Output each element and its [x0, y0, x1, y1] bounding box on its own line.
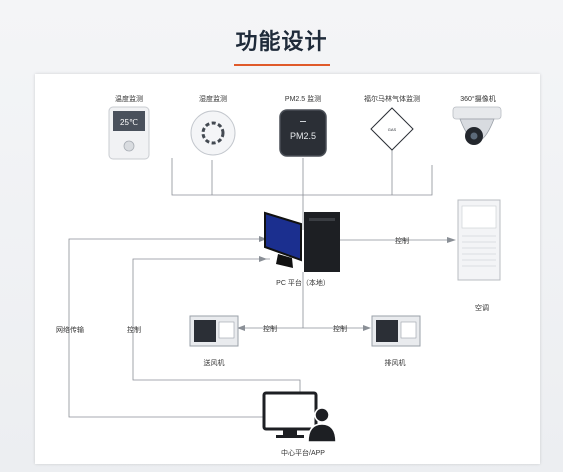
- control-left-label: 控制: [127, 327, 141, 334]
- pc-icon: [264, 211, 340, 272]
- pm25-label: PM2.5 监测: [284, 96, 322, 103]
- supply-fan-label: 送风机: [203, 360, 225, 367]
- humidity-sensor-icon: [190, 110, 236, 156]
- exhaust-fan-icon: [371, 315, 421, 347]
- thermostat-icon: 25℃: [108, 106, 150, 160]
- sensor-bus: [171, 158, 433, 196]
- control-ac-label: 控制: [395, 238, 409, 245]
- connectors: [68, 150, 447, 418]
- arrow-ac: [447, 237, 456, 243]
- arrow-supply: [237, 325, 245, 331]
- control-left-line: [132, 258, 301, 392]
- formaldehyde-label: 福尔马林气体监测: [364, 96, 420, 103]
- arrow-pc-network: [259, 236, 267, 242]
- ac-label: 空调: [475, 305, 489, 312]
- center-platform-label: 中心平台/APP: [281, 450, 325, 457]
- gas-symbol: GAS: [388, 127, 397, 132]
- temperature-label: 温度监测: [115, 96, 143, 103]
- pm25-display: PM2.5: [290, 131, 316, 141]
- dome-camera-icon: [452, 106, 502, 145]
- arrowheads: [237, 236, 456, 331]
- air-conditioner-icon: [457, 199, 501, 281]
- camera-label: 360°摄像机: [460, 96, 496, 103]
- gas-sensor-icon: GAS: [370, 107, 414, 151]
- humidity-label: 湿度监测: [199, 96, 227, 103]
- control-exhaust-label: 控制: [333, 326, 347, 333]
- center-platform-icon: [262, 391, 337, 443]
- temperature-display: 25℃: [120, 118, 138, 127]
- pm25-sensor-icon: PM2.5: [279, 109, 327, 157]
- page-title: 功能设计: [235, 29, 328, 54]
- arrow-exhaust: [363, 325, 371, 331]
- supply-fan-icon: [189, 315, 239, 347]
- pc-label: PC 平台（本地）: [276, 280, 330, 287]
- network-transmission-label: 网络传输: [56, 327, 84, 334]
- title-underline: [234, 64, 330, 66]
- exhaust-fan-label: 排风机: [384, 360, 406, 367]
- network-line: [68, 238, 270, 418]
- control-supply-label: 控制: [263, 326, 277, 333]
- arrow-pc-control: [259, 256, 267, 262]
